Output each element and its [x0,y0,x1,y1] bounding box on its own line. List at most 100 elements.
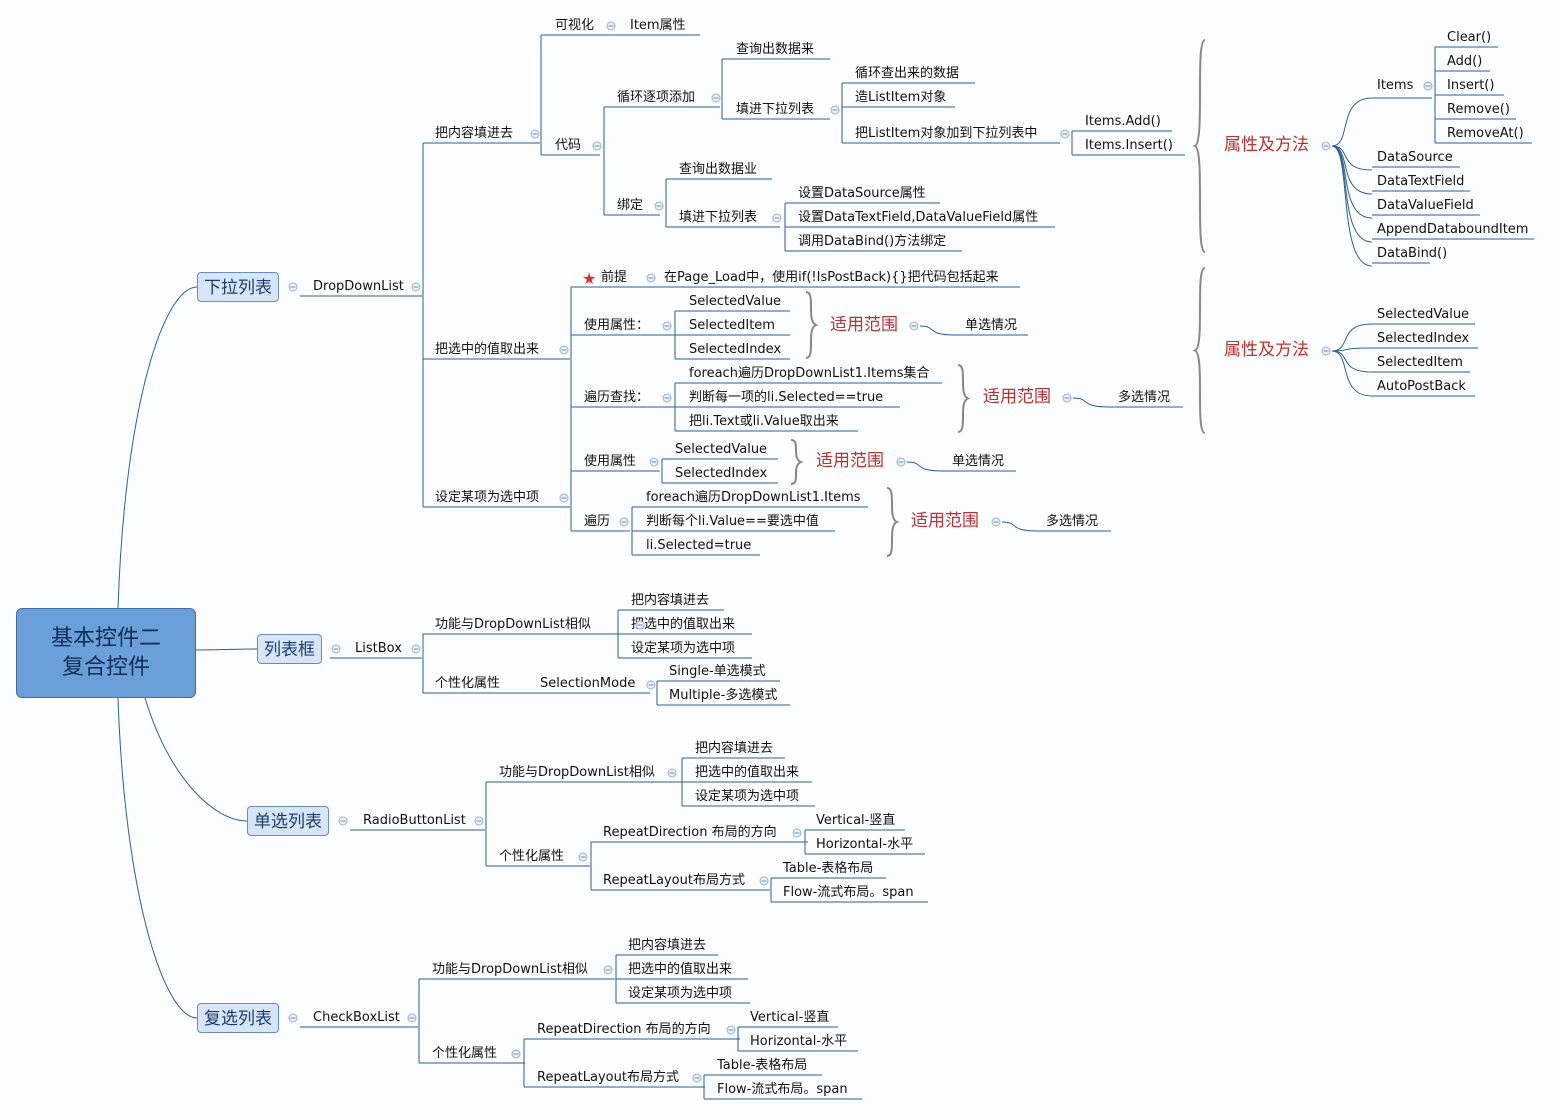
check-flow[interactable]: Flow-流式布局。span [717,1082,848,1097]
bind-query[interactable]: 查询出数据业 [679,162,758,177]
visual[interactable]: 可视化 [555,18,595,33]
radio-similar-1[interactable]: 把内容填进去 [695,741,774,756]
get-scope-1[interactable]: 适用范围 [830,315,898,335]
collapse-toggle-icon[interactable] [1321,346,1331,356]
radio-layout[interactable]: RepeatLayout布局方式 [603,873,745,888]
collapse-toggle-icon[interactable] [288,282,298,292]
bind-fill[interactable]: 填进下拉列表 [679,210,758,225]
set-prop-2[interactable]: SelectedIndex [675,466,768,481]
set-scope-1-value[interactable]: 单选情况 [952,454,1005,469]
set-traverse-1[interactable]: foreach遍历DropDownList1.Items [646,490,861,505]
radio-flow[interactable]: Flow-流式布局。span [783,885,914,900]
visual-item[interactable]: Item属性 [630,18,686,33]
set-scope-1[interactable]: 适用范围 [816,451,884,471]
prop-databind[interactable]: DataBind() [1377,246,1448,261]
set-scope-2-value[interactable]: 多选情况 [1046,514,1099,529]
props-methods-1[interactable]: 属性及方法 [1224,135,1309,155]
collapse-toggle-icon[interactable] [288,1013,298,1023]
prop-datatextfield[interactable]: DataTextField [1377,174,1465,189]
prop2-selectedvalue[interactable]: SelectedValue [1377,307,1470,322]
fill-content[interactable]: 把内容填进去 [435,126,514,141]
collapse-toggle-icon[interactable] [667,768,677,778]
radio-similar[interactable]: 功能与DropDownList相似 [499,765,655,780]
method-clear[interactable]: Clear() [1447,30,1492,45]
prop-appenddatabounditem[interactable]: AppendDataboundItem [1377,222,1529,237]
collapse-toggle-icon[interactable] [662,393,672,403]
get-scope-1-value[interactable]: 单选情况 [965,318,1018,333]
loop-fill-item-1[interactable]: 循环查出来的数据 [855,66,960,81]
radio-table[interactable]: Table-表格布局 [783,861,874,876]
items-insert[interactable]: Items.Insert() [1085,138,1173,153]
collapse-toggle-icon[interactable] [909,321,919,331]
premise-text[interactable]: 在Page_Load中，使用if(!IsPostBack){}把代码包括起来 [664,270,999,285]
mode-multiple[interactable]: Multiple-多选模式 [669,688,778,703]
collapse-toggle-icon[interactable] [474,816,484,826]
set-traverse[interactable]: 遍历 [584,514,611,529]
collapse-toggle-icon[interactable] [772,213,782,223]
control-dropdownlist[interactable]: DropDownList [313,279,404,294]
set-use-props[interactable]: 使用属性 [584,454,637,469]
check-similar[interactable]: 功能与DropDownList相似 [432,962,588,977]
collapse-toggle-icon[interactable] [578,852,588,862]
listbox-similar[interactable]: 功能与DropDownList相似 [435,617,591,632]
get-scope-2[interactable]: 适用范围 [983,387,1051,407]
bind-fill-item-1[interactable]: 设置DataSource属性 [798,186,926,201]
listbox-similar-3[interactable]: 设定某项为选中项 [631,641,736,656]
get-prop-2[interactable]: SelectedItem [689,318,775,333]
topic-listbox[interactable]: 列表框 [257,634,322,664]
check-layout[interactable]: RepeatLayout布局方式 [537,1070,679,1085]
collapse-toggle-icon[interactable] [646,680,656,690]
collapse-toggle-icon[interactable] [896,457,906,467]
collapse-toggle-icon[interactable] [407,1013,417,1023]
get-traverse-3[interactable]: 把li.Text或li.Value取出来 [689,414,839,429]
radio-vertical[interactable]: Vertical-竖直 [816,813,896,828]
collapse-toggle-icon[interactable] [331,644,341,654]
get-traverse-1[interactable]: foreach遍历DropDownList1.Items集合 [689,366,930,381]
collapse-toggle-icon[interactable] [792,828,802,838]
collapse-toggle-icon[interactable] [1423,81,1433,91]
listbox-similar-1[interactable]: 把内容填进去 [631,593,710,608]
method-insert[interactable]: Insert() [1447,78,1495,93]
check-table[interactable]: Table-表格布局 [717,1058,808,1073]
check-vertical[interactable]: Vertical-竖直 [750,1010,830,1025]
control-listbox[interactable]: ListBox [355,641,402,656]
collapse-toggle-icon[interactable] [1321,141,1331,151]
check-similar-2[interactable]: 把选中的值取出来 [628,962,733,977]
listbox-personal[interactable]: 个性化属性 [435,676,501,691]
collapse-toggle-icon[interactable] [411,644,421,654]
loop-fill[interactable]: 填进下拉列表 [736,102,815,117]
premise-label[interactable]: 前提 [601,270,628,285]
loop-fill-item-2[interactable]: 造ListItem对象 [855,90,947,105]
method-add[interactable]: Add() [1447,54,1483,69]
set-traverse-2[interactable]: 判断每个li.Value==要选中值 [646,514,819,529]
collapse-toggle-icon[interactable] [603,965,613,975]
topic-checkbox[interactable]: 复选列表 [197,1003,279,1033]
check-similar-3[interactable]: 设定某项为选中项 [628,986,733,1001]
radio-similar-2[interactable]: 把选中的值取出来 [695,765,800,780]
control-checkboxlist[interactable]: CheckBoxList [313,1010,400,1025]
prop2-selectedindex[interactable]: SelectedIndex [1377,331,1470,346]
prop2-autopostback[interactable]: AutoPostBack [1377,379,1466,394]
collapse-toggle-icon[interactable] [662,321,672,331]
loop-query[interactable]: 查询出数据来 [736,42,815,57]
check-direction[interactable]: RepeatDirection 布局的方向 [537,1022,711,1037]
set-prop-1[interactable]: SelectedValue [675,442,768,457]
get-traverse[interactable]: 遍历查找： [584,390,650,405]
loop-add[interactable]: 循环逐项添加 [617,90,696,105]
collapse-toggle-icon[interactable] [559,345,569,355]
collapse-toggle-icon[interactable] [338,816,348,826]
check-similar-1[interactable]: 把内容填进去 [628,938,707,953]
prop2-selecteditem[interactable]: SelectedItem [1377,355,1463,370]
collapse-toggle-icon[interactable] [830,105,840,115]
set-scope-2[interactable]: 适用范围 [911,511,979,531]
get-prop-3[interactable]: SelectedIndex [689,342,782,357]
bind-fill-item-3[interactable]: 调用DataBind()方法绑定 [798,234,947,249]
props-methods-2[interactable]: 属性及方法 [1224,340,1309,360]
check-personal[interactable]: 个性化属性 [432,1046,498,1061]
collapse-toggle-icon[interactable] [411,282,421,292]
radio-horizontal[interactable]: Horizontal-水平 [816,837,914,852]
radio-similar-3[interactable]: 设定某项为选中项 [695,789,800,804]
code[interactable]: 代码 [555,138,582,153]
prop-datasource[interactable]: DataSource [1377,150,1453,165]
listbox-selectionmode[interactable]: SelectionMode [540,676,636,691]
